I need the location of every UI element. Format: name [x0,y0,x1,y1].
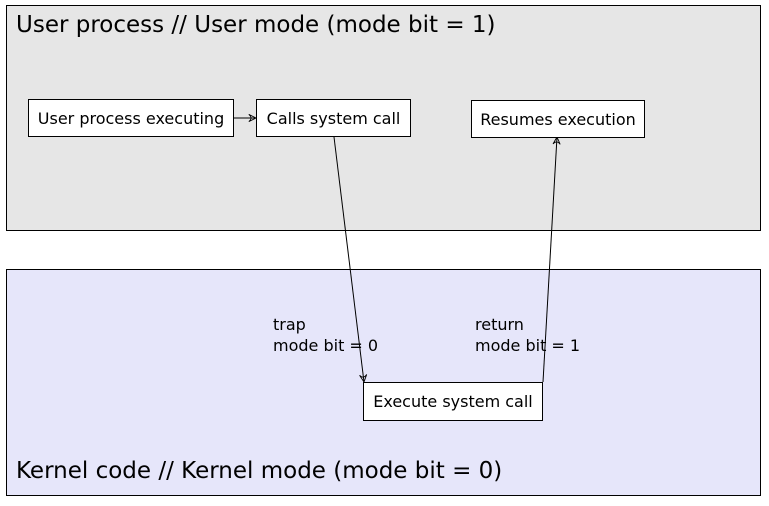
box-calls-system-call: Calls system call [256,99,411,137]
user-mode-title: User process // User mode (mode bit = 1) [16,12,496,38]
box-execute-system-call: Execute system call [363,382,543,421]
trap-mode-label: mode bit = 0 [273,336,379,355]
trap-label: trap [273,315,306,334]
arrow-return [542,136,561,383]
return-mode-label: mode bit = 1 [475,336,581,355]
arrow-trap [333,136,368,383]
return-label: return [475,315,524,334]
box-user-process-executing: User process executing [28,99,234,137]
kernel-mode-title: Kernel code // Kernel mode (mode bit = 0… [16,458,503,484]
box-resumes-execution: Resumes execution [471,100,645,138]
